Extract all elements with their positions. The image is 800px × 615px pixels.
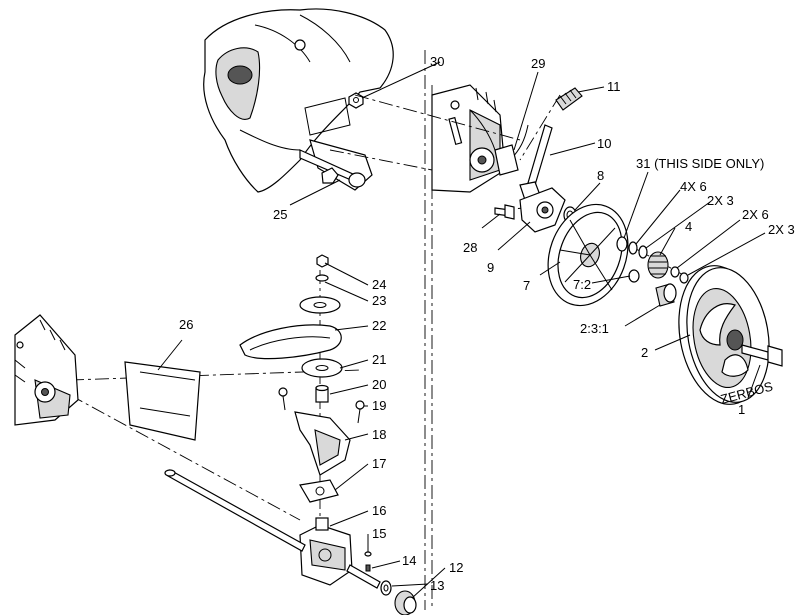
callout-28: 28 <box>463 240 477 255</box>
callout-2x3-b: 2X 3 <box>768 222 795 237</box>
rear-wheel-2: ZERBOS <box>678 265 775 407</box>
callout-2-3-1: 2:3:1 <box>580 321 609 336</box>
callout-24: 24 <box>372 277 386 292</box>
callout-13: 13 <box>430 578 444 593</box>
spring-29 <box>494 124 529 176</box>
callout-21: 21 <box>372 352 386 367</box>
callout-18: 18 <box>372 427 386 442</box>
bearing-13 <box>380 580 392 596</box>
left-side-bracket <box>14 314 79 426</box>
bearing <box>655 283 677 307</box>
key-14 <box>365 564 371 572</box>
callout-30: 30 <box>430 54 444 69</box>
pinion-gear-4 <box>647 251 689 284</box>
callout-2x3-a: 2X 3 <box>707 193 734 208</box>
pivot-bracket-9 <box>519 187 566 233</box>
callout-2x6: 2X 6 <box>742 207 769 222</box>
height-adjust-bracket <box>431 84 506 193</box>
axle-rod-assembly <box>299 149 366 188</box>
leader-lines <box>157 61 766 599</box>
callout-8: 8 <box>597 168 604 183</box>
nut-30 <box>348 92 364 109</box>
callout-29: 29 <box>531 56 545 71</box>
callout-1: 1 <box>738 402 745 417</box>
plate-17 <box>299 479 339 503</box>
callout-17: 17 <box>372 456 386 471</box>
callout-26: 26 <box>179 317 193 332</box>
pin-15 <box>364 551 372 557</box>
callout-31: 31 (THIS SIDE ONLY) <box>636 156 764 171</box>
callout-labels: 1 2 2:3:1 2X 3 2X 6 2X 3 4 4X 6 31 (THIS… <box>179 54 795 593</box>
callout-19: 19 <box>372 398 386 413</box>
callout-9: 9 <box>487 260 494 275</box>
callout-12: 12 <box>449 560 463 575</box>
callout-23: 23 <box>372 293 386 308</box>
pulley-21 <box>301 358 343 378</box>
belt-cover-26 <box>124 361 201 441</box>
callout-4: 4 <box>685 219 692 234</box>
callout-16: 16 <box>372 503 386 518</box>
drive-shaft <box>164 469 381 589</box>
wheel-bolt-1 <box>741 344 783 367</box>
callout-4x6: 4X 6 <box>680 179 707 194</box>
callout-15: 15 <box>372 526 386 541</box>
bracket-18 <box>294 411 351 476</box>
callout-10: 10 <box>597 136 611 151</box>
adjust-lever <box>519 87 583 201</box>
pulley-23 <box>299 296 341 314</box>
v-belt-22 <box>239 324 342 360</box>
callout-22: 22 <box>372 318 386 333</box>
washer-23-top <box>315 274 329 282</box>
drive-pinion-12 <box>394 590 417 615</box>
engine-housing <box>203 8 394 193</box>
screws-19 <box>278 387 365 424</box>
callout-7-2: 7:2 <box>573 277 591 292</box>
nut-24 <box>316 254 329 268</box>
callout-25: 25 <box>273 207 287 222</box>
callout-20: 20 <box>372 377 386 392</box>
callout-14: 14 <box>402 553 416 568</box>
callout-2: 2 <box>641 345 648 360</box>
callout-7: 7 <box>523 278 530 293</box>
pulley-stack <box>239 254 343 403</box>
assembly-center-lines <box>69 50 721 610</box>
bolt-28 <box>494 204 515 220</box>
gearbox-16 <box>299 517 353 586</box>
washer-stack <box>616 236 648 283</box>
callout-11: 11 <box>607 79 621 94</box>
